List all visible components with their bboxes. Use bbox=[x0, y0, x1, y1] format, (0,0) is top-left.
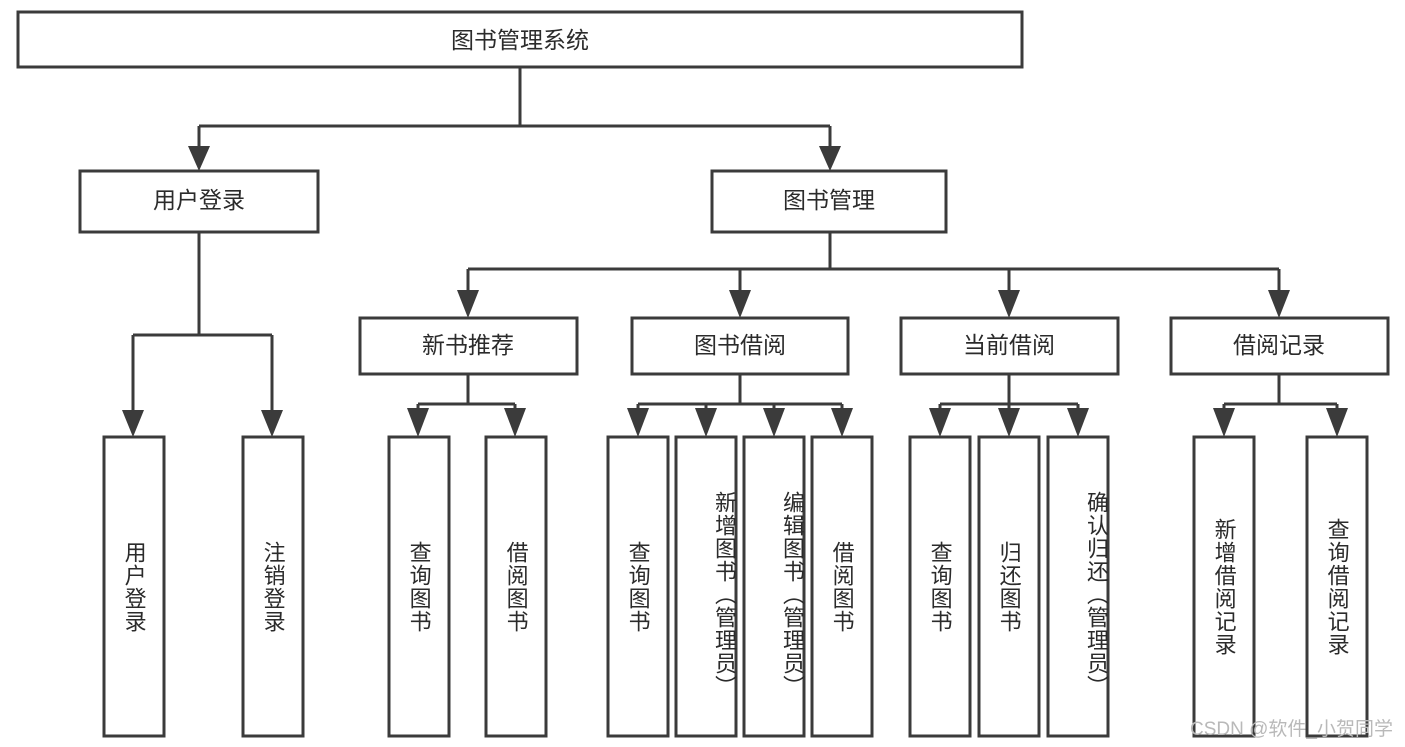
leaf-label-book-borrow-4: 借阅图书 bbox=[829, 540, 855, 633]
leaf-box-new-book-1[interactable] bbox=[387, 435, 451, 738]
node-user-login-label: 用户登录 bbox=[153, 187, 245, 213]
arrowhead-leaf-book-borrow-4 bbox=[831, 408, 853, 437]
arrowhead-current-borrow bbox=[998, 290, 1020, 318]
arrowhead-leaf-current-borrow-1 bbox=[929, 408, 951, 437]
node-root[interactable] bbox=[16, 10, 1024, 69]
leaf-box-user-login-1[interactable] bbox=[102, 435, 166, 738]
arrowhead-leaf-current-borrow-3 bbox=[1067, 408, 1089, 437]
connector-group-borrow-record bbox=[1213, 374, 1348, 437]
leaf-label-borrow-record-1: 新增借阅记录 bbox=[1211, 517, 1237, 656]
arrowhead-user-login bbox=[188, 146, 210, 171]
leaf-label-book-borrow-2: 新增图书（管理员） bbox=[712, 491, 737, 698]
arrowhead-leaf-user-login-2 bbox=[261, 410, 283, 437]
leaf-label-current-borrow-1: 查询图书 bbox=[927, 540, 953, 633]
csdn-watermark: CSDN @软件_小贺同学 bbox=[1190, 719, 1393, 740]
connector-group-new-book bbox=[407, 374, 526, 437]
leaf-box-user-login-2[interactable] bbox=[241, 435, 305, 738]
connector-group-book-mgmt bbox=[457, 232, 1290, 318]
node-book-borrow-label: 图书借阅 bbox=[694, 332, 786, 358]
leaf-box-book-borrow-2[interactable] bbox=[674, 435, 738, 738]
leaf-box-new-book-2[interactable] bbox=[484, 435, 548, 738]
node-book-management-label: 图书管理 bbox=[783, 187, 875, 213]
node-user-login[interactable] bbox=[78, 169, 320, 234]
leaf-label-book-borrow-1: 查询图书 bbox=[625, 540, 651, 633]
leaf-box-book-borrow-1[interactable] bbox=[606, 435, 670, 738]
node-new-book-recommend[interactable] bbox=[358, 316, 579, 376]
arrowhead-leaf-borrow-record-2 bbox=[1326, 408, 1348, 437]
arrowhead-leaf-user-login-1 bbox=[122, 410, 144, 437]
node-book-management[interactable] bbox=[710, 169, 948, 234]
node-root-label: 图书管理系统 bbox=[451, 27, 589, 53]
leaf-box-borrow-record-1[interactable] bbox=[1192, 435, 1256, 738]
leaf-label-borrow-record-2: 查询借阅记录 bbox=[1324, 517, 1350, 656]
connector-group-current-borrow bbox=[929, 374, 1089, 437]
arrowhead-leaf-new-book-2 bbox=[504, 408, 526, 437]
node-borrow-record[interactable] bbox=[1169, 316, 1390, 376]
connector-group-book-borrow bbox=[627, 374, 853, 437]
leaf-label-new-book-2: 借阅图书 bbox=[503, 540, 529, 633]
leaf-box-borrow-record-2[interactable] bbox=[1305, 435, 1369, 738]
leaf-box-book-borrow-3[interactable] bbox=[742, 435, 806, 738]
node-book-borrow[interactable] bbox=[630, 316, 850, 376]
leaf-label-current-borrow-3: 确认归还（管理员） bbox=[1084, 491, 1109, 698]
arrowhead-leaf-book-borrow-2 bbox=[695, 408, 717, 437]
arrowhead-leaf-book-borrow-3 bbox=[763, 408, 785, 437]
arrowhead-book-mgmt bbox=[819, 146, 841, 171]
leaf-label-book-borrow-3: 编辑图书（管理员） bbox=[780, 491, 805, 698]
leaf-label-user-login-1: 用户登录 bbox=[121, 540, 147, 633]
arrowhead-borrow-record bbox=[1268, 290, 1290, 318]
leaf-box-current-borrow-2[interactable] bbox=[977, 435, 1041, 738]
node-borrow-record-label: 借阅记录 bbox=[1233, 332, 1325, 358]
leaf-label-current-borrow-2: 归还图书 bbox=[996, 540, 1022, 633]
arrowhead-book-borrow bbox=[729, 290, 751, 318]
leaf-label-new-book-1: 查询图书 bbox=[406, 540, 432, 633]
leaf-label-user-login-2: 注销登录 bbox=[260, 540, 286, 633]
leaf-box-book-borrow-4[interactable] bbox=[810, 435, 874, 738]
arrowhead-leaf-book-borrow-1 bbox=[627, 408, 649, 437]
connector-group-user-login bbox=[122, 232, 283, 437]
arrowhead-leaf-new-book-1 bbox=[407, 408, 429, 437]
leaf-box-current-borrow-1[interactable] bbox=[908, 435, 972, 738]
node-current-borrow-label: 当前借阅 bbox=[963, 332, 1055, 358]
node-current-borrow[interactable] bbox=[899, 316, 1120, 376]
node-new-book-recommend-label: 新书推荐 bbox=[422, 332, 514, 358]
arrowhead-leaf-current-borrow-2 bbox=[998, 408, 1020, 437]
leaf-box-current-borrow-3[interactable] bbox=[1046, 435, 1110, 738]
connector-group-root bbox=[188, 67, 841, 171]
arrowhead-leaf-borrow-record-1 bbox=[1213, 408, 1235, 437]
arrowhead-new-book bbox=[457, 290, 479, 318]
